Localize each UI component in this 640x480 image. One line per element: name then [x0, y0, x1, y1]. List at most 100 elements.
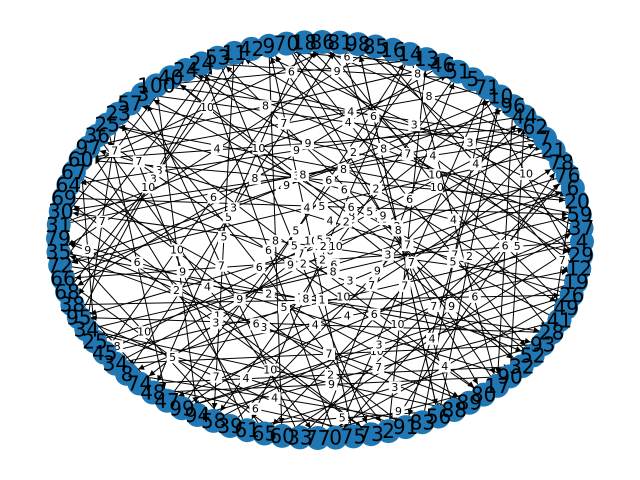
node-label: 17 — [484, 374, 509, 398]
node-label: 62 — [523, 115, 548, 139]
node-label: 3 — [136, 82, 149, 106]
edge-weight-background — [138, 326, 151, 339]
edge-weight-label: 6 — [288, 66, 295, 79]
graph-node — [341, 424, 366, 449]
edge-weight-label: 9 — [283, 179, 290, 192]
edge-weight-background — [252, 142, 265, 155]
node-label: 18 — [292, 30, 317, 54]
edge-weight-background — [377, 143, 390, 156]
edge-weight-label: 9 — [374, 265, 381, 278]
edge-weight-label: 6 — [325, 174, 332, 187]
node-label: 20 — [564, 189, 589, 213]
node-label: 52 — [520, 344, 545, 368]
node-label: 58 — [201, 409, 226, 433]
node-label: 51 — [445, 60, 470, 84]
node-label: 91 — [393, 415, 418, 439]
edge-weight-background — [392, 224, 405, 237]
edge-weight-background — [408, 119, 421, 132]
edge-weight-background — [96, 215, 109, 228]
node-label: 23 — [105, 102, 130, 126]
node-label: 24 — [189, 51, 214, 75]
edge-weight-label: 5 — [514, 240, 521, 253]
edge-weight-label: 6 — [210, 191, 217, 204]
edge-weight-label: 4 — [472, 158, 479, 171]
edge-weight-background — [430, 181, 443, 194]
edge-weight-label: 2 — [327, 368, 334, 381]
edge-weight-label: 2 — [265, 287, 272, 300]
edge-weight-label: 2 — [319, 254, 326, 267]
node-label: 95 — [66, 305, 91, 329]
edge-weight-label: 10 — [251, 142, 265, 155]
node-label: 13 — [414, 47, 439, 71]
edge-weight-label: 8 — [414, 68, 421, 81]
edge-weight-background — [336, 412, 349, 425]
edge-weight-label: 8 — [425, 90, 432, 103]
node-label: 77 — [305, 426, 330, 450]
node-label: 46 — [430, 53, 455, 77]
edge-weight-label: 6 — [330, 258, 337, 271]
edge-weight-label: 7 — [408, 256, 415, 269]
edge-weight-background — [262, 287, 275, 300]
edge-weight-background — [201, 280, 214, 293]
edge-weight-background — [469, 158, 482, 171]
edge-weight-label: 5 — [225, 211, 232, 224]
node-label: 100 — [137, 73, 175, 97]
edge-weight-label: 4 — [312, 318, 319, 331]
edge-weight-background — [445, 300, 458, 313]
graph-node — [380, 37, 405, 62]
edge-weight-background — [398, 280, 411, 293]
edge-weight-label: 2 — [372, 182, 379, 195]
edge-weight-label: 7 — [404, 239, 411, 252]
node-label: 5 — [467, 67, 480, 91]
edge-weight-background — [369, 182, 382, 195]
edge-weight-background — [427, 300, 440, 313]
node-label: 40 — [158, 65, 183, 89]
edge-weight-label: 6 — [341, 183, 348, 196]
edge-weight-background — [403, 193, 416, 206]
node-label: 78 — [548, 151, 573, 175]
edge-weight-label: 5 — [366, 205, 373, 218]
node-label: 33 — [287, 425, 312, 449]
edge-weight-background — [166, 351, 179, 364]
node-label: 16 — [380, 38, 405, 62]
edge-weight-label: 10 — [170, 244, 184, 257]
edge-weight-background — [556, 254, 569, 267]
edge-weight-label: 9 — [287, 259, 294, 272]
node-label: 2 — [382, 419, 395, 443]
edge-weight-background — [170, 284, 183, 297]
edge-weight-background — [262, 244, 275, 257]
edge-weight-background — [296, 168, 309, 181]
edge-weight-label: 7 — [280, 117, 287, 130]
edge-weight-label: 3 — [384, 248, 391, 261]
edge-weight-label: 3 — [156, 164, 163, 177]
edge-weight-label: 10 — [336, 291, 350, 304]
node-label: 44 — [512, 104, 537, 128]
edge-weight-background — [290, 144, 303, 157]
edge-weight-label: 4 — [271, 392, 278, 405]
node-label: 41 — [547, 308, 572, 332]
node-label: 93 — [530, 332, 555, 356]
edge-weight-background — [468, 290, 481, 303]
node-label: 32 — [509, 354, 534, 378]
edge-weight-label: 1 — [214, 310, 221, 323]
edge-weight-label: 3 — [346, 275, 353, 288]
edge-weight-background — [317, 240, 330, 253]
edge-weight-label: 3 — [466, 136, 473, 149]
edge-weight-background — [131, 256, 144, 269]
edge-weight-label: 6 — [256, 261, 263, 274]
graph-node — [287, 425, 312, 450]
node-label: 37 — [569, 216, 594, 240]
edge-weight-label: 10 — [200, 101, 214, 114]
node-label: 59 — [567, 203, 592, 227]
node-label: 4 — [576, 230, 589, 254]
edge-weight-label: 10 — [329, 240, 343, 253]
edge-weight-background — [337, 291, 350, 304]
edge-weight-label: 5 — [318, 200, 325, 213]
edge-weight-background — [277, 301, 290, 314]
node-label: 80 — [471, 383, 496, 407]
edge-weight-label: 2 — [173, 284, 180, 297]
edge-weight-label: 8 — [340, 163, 347, 176]
edge-weight-label: 8 — [330, 266, 337, 279]
edge-weight-label: 7 — [368, 279, 375, 292]
edge-weight-label: 7 — [404, 148, 411, 161]
